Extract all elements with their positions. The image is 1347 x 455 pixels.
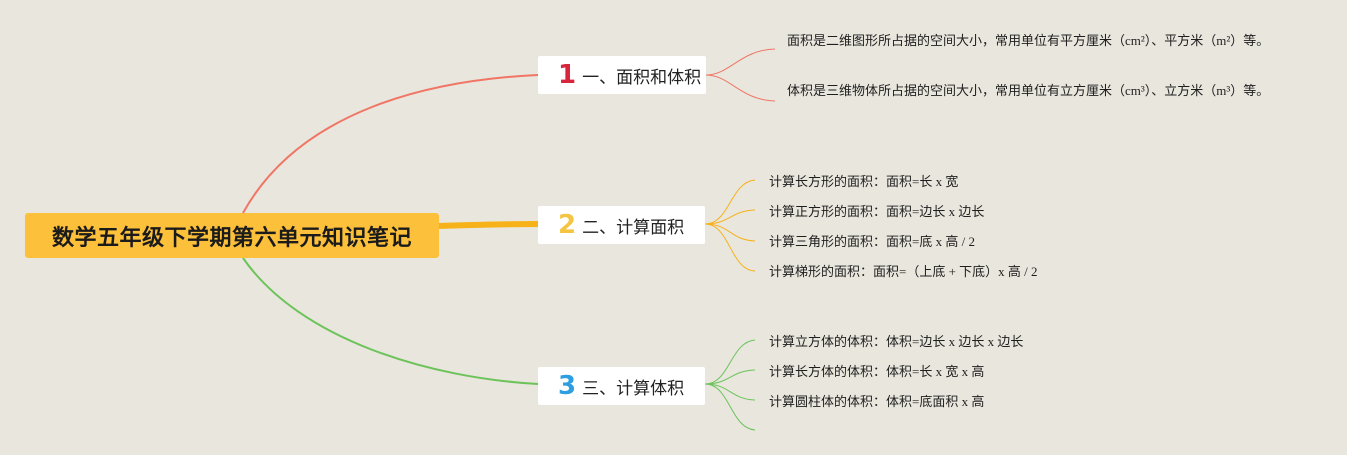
leaf-cylinder-volume[interactable]: 计算圆柱体的体积：体积=底面积 x 高 <box>769 394 985 409</box>
leaf-area-definition[interactable]: 面积是二维图形所占据的空间大小，常用单位有平方厘米（cm²）、平方米（m²）等。 <box>787 33 1270 48</box>
branch-label: 三、计算体积 <box>582 378 685 399</box>
connector-b2-leaf3 <box>704 223 756 242</box>
root-topic[interactable]: 数学五年级下学期第六单元知识笔记 <box>25 213 439 258</box>
leaf-cube-volume[interactable]: 计算立方体的体积：体积=边长 x 边长 x 边长 <box>769 334 1024 349</box>
branch-number-badge: 2 <box>558 210 577 240</box>
connector-b3-leaf1 <box>704 339 756 385</box>
leaf-square-area[interactable]: 计算正方形的面积：面积=边长 x 边长 <box>769 204 985 219</box>
leaf-cuboid-volume[interactable]: 计算长方体的体积：体积=长 x 宽 x 高 <box>769 364 985 379</box>
connector-b1-leaf2 <box>705 74 776 102</box>
branch-area-and-volume[interactable]: 1 一、面积和体积 <box>538 56 706 94</box>
connector-root-branch1 <box>242 74 539 214</box>
branch-calc-volume[interactable]: 3 三、计算体积 <box>538 367 705 405</box>
leaf-triangle-area[interactable]: 计算三角形的面积：面积=底 x 高 / 2 <box>769 234 975 249</box>
root-title: 数学五年级下学期第六单元知识笔记 <box>51 225 412 251</box>
connector-b2-leaf1 <box>704 179 756 225</box>
connector-b2-leaf2 <box>704 209 756 225</box>
branch-label: 二、计算面积 <box>582 217 685 238</box>
branch-number-badge: 1 <box>558 60 577 90</box>
connector-b3-leaf4 <box>704 383 756 431</box>
branch-label: 一、面积和体积 <box>582 67 702 88</box>
connector-b3-leaf3 <box>704 383 756 401</box>
connector-b3-leaf2 <box>704 369 756 385</box>
connector-root-branch2 <box>435 221 539 229</box>
connector-b2-leaf4 <box>704 223 756 272</box>
leaf-rectangle-area[interactable]: 计算长方形的面积：面积=长 x 宽 <box>769 174 959 189</box>
branch-number-badge: 3 <box>558 371 577 401</box>
connector-b1-leaf1 <box>705 48 776 76</box>
leaf-volume-definition[interactable]: 体积是三维物体所占据的空间大小，常用单位有立方厘米（cm³）、立方米（m³）等。 <box>787 83 1270 98</box>
leaf-trapezoid-area[interactable]: 计算梯形的面积：面积=（上底 + 下底）x 高 / 2 <box>769 264 1038 279</box>
connector-root-branch3 <box>242 257 539 385</box>
branch-calc-area[interactable]: 2 二、计算面积 <box>538 206 705 244</box>
